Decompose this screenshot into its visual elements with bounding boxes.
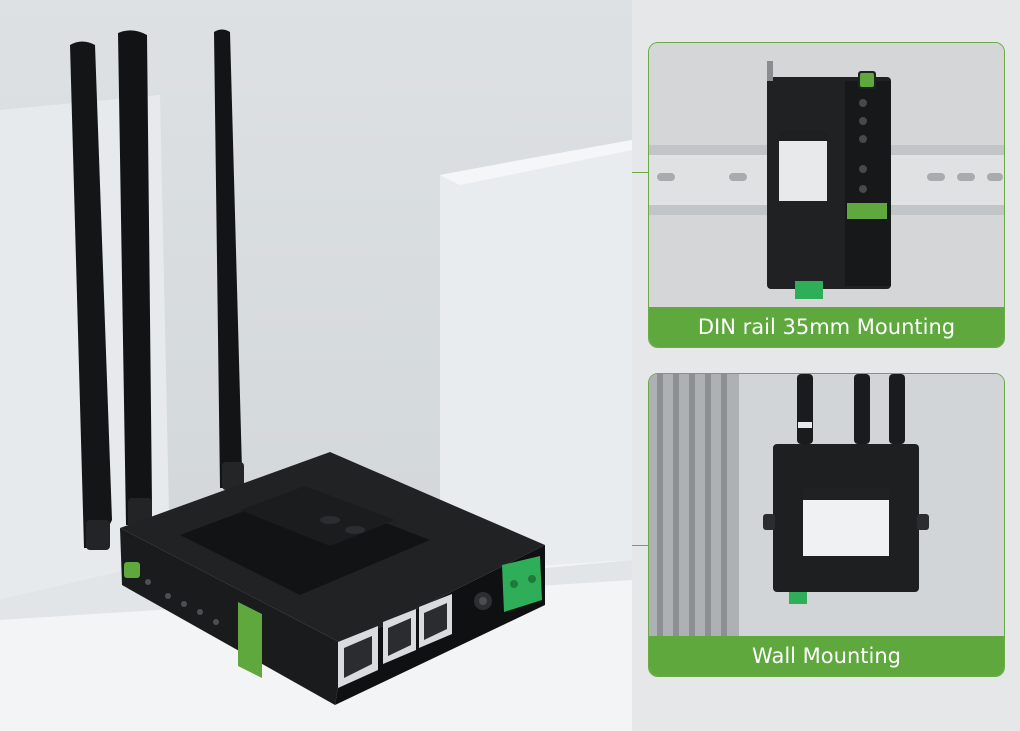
connector-line (632, 545, 648, 546)
ethernet-ports (338, 594, 452, 688)
wall-mount-panel: Wall Mounting (648, 373, 1005, 677)
antenna-left (70, 41, 112, 550)
product-photo (0, 0, 632, 731)
din-rail-caption: DIN rail 35mm Mounting (649, 307, 1004, 347)
waveshare-logo-icon (124, 562, 140, 578)
din-rail-panel: DIN rail 35mm Mounting (648, 42, 1005, 348)
connector-line (632, 172, 648, 173)
antenna-right (214, 29, 244, 490)
waveshare-logo-icon (860, 73, 874, 87)
wall-mount-caption: Wall Mounting (649, 636, 1004, 676)
terminal-block (502, 556, 542, 612)
wall-mount-illustration (649, 374, 1004, 638)
din-rail-illustration (649, 43, 1004, 309)
router-illustration (0, 29, 632, 731)
